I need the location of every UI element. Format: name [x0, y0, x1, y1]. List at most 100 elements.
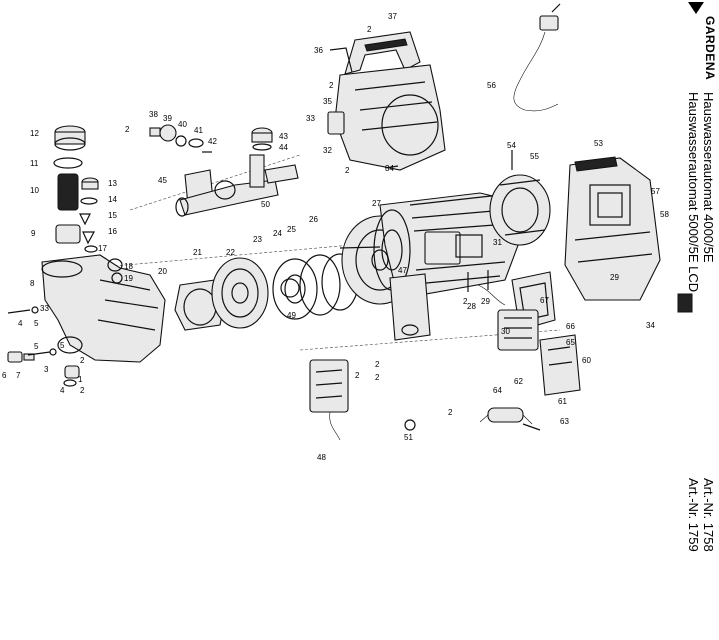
callout-label: 31: [493, 238, 502, 247]
callout-label: 5: [34, 342, 39, 351]
callout-label: 15: [108, 211, 117, 220]
callout-label: 56: [487, 81, 496, 90]
callout-label: 2: [448, 408, 453, 417]
callout-label: 25: [287, 225, 296, 234]
callout-label: 5: [34, 319, 39, 328]
callout-label: 37: [388, 12, 397, 21]
callout-label: 28: [467, 302, 476, 311]
callout-label: 2: [355, 371, 360, 380]
callout-label: 35: [323, 97, 332, 106]
callout-label: 19: [124, 274, 133, 283]
article-number-2: Art.-Nr. 1759: [686, 478, 701, 552]
cover-group: [489, 3, 693, 313]
callout-label: 57: [651, 187, 660, 196]
callout-label: 18: [124, 262, 133, 271]
callout-label: 58: [660, 210, 669, 219]
product-title-2: Hauswasserautomat 5000/5E LCD: [686, 92, 701, 293]
callout-label: 26: [309, 215, 318, 224]
callout-label: 41: [194, 126, 203, 135]
callout-label: 9: [31, 229, 36, 238]
callout-label: 5: [60, 341, 65, 350]
callout-label: 4: [60, 386, 65, 395]
callout-label: 22: [226, 248, 235, 257]
pressure-pipe-group: [149, 124, 299, 217]
product-title-1: Hauswasserautomat 4000/5E: [701, 92, 716, 263]
callout-label: 51: [404, 433, 413, 442]
callout-label: 32: [323, 146, 332, 155]
callout-label: 30: [501, 327, 510, 336]
callout-label: 7: [16, 371, 21, 380]
callout-label: 34: [385, 164, 394, 173]
pressure-vessel: [489, 174, 551, 246]
callout-label: 11: [30, 159, 39, 168]
motor-frame: [334, 64, 446, 171]
pump-housing: [41, 254, 166, 363]
callout-label: 61: [558, 397, 567, 406]
callout-label: 65: [566, 338, 575, 347]
pressure-switch: [309, 359, 349, 413]
callout-label: 21: [193, 248, 202, 257]
callout-label: 3: [44, 365, 49, 374]
callout-label: 10: [30, 186, 39, 195]
callout-label: 34: [646, 321, 655, 330]
callout-label: 39: [163, 114, 172, 123]
callout-label: 44: [279, 143, 288, 152]
callout-label: 53: [594, 139, 603, 148]
handle-frame-group: [327, 31, 446, 171]
callout-label: 2: [125, 125, 130, 134]
callout-label: 40: [178, 120, 187, 129]
callout-label: 2: [463, 297, 468, 306]
callout-label: 24: [273, 229, 282, 238]
callout-label: 66: [566, 322, 575, 331]
callout-label: 2: [375, 373, 380, 382]
callout-label: 8: [30, 279, 35, 288]
o-ring: [53, 157, 83, 169]
callout-label: 2: [367, 25, 372, 34]
callout-label: 33: [306, 114, 315, 123]
callout-label: 2: [80, 356, 85, 365]
callout-label: 2: [345, 166, 350, 175]
callout-label: 16: [108, 227, 117, 236]
callout-label: 23: [253, 235, 262, 244]
callout-label: 1: [78, 375, 83, 384]
callout-label: 54: [507, 141, 516, 150]
callout-label: 17: [98, 244, 107, 253]
housing-cover: [564, 157, 661, 301]
callout-labels: 1 2 3 4 5 6 7 8 9 10 11 12 13 14 15 16 1…: [2, 12, 669, 462]
power-cable: [513, 31, 559, 112]
callout-label: 29: [481, 297, 490, 306]
callout-label: 60: [582, 356, 591, 365]
callout-label: 63: [560, 417, 569, 426]
callout-label: 55: [530, 152, 539, 161]
callout-label: 38: [149, 110, 158, 119]
callout-label: 14: [108, 195, 117, 204]
o-ring-large: [280, 278, 300, 298]
callout-label: 6: [2, 371, 7, 380]
callout-label: 36: [314, 46, 323, 55]
capacitor: [487, 407, 524, 423]
callout-label: 4: [18, 319, 23, 328]
callout-label: 43: [279, 132, 288, 141]
brand-name: GARDENA: [703, 16, 717, 81]
callout-label: 42: [208, 137, 217, 146]
electronics-group: [280, 273, 581, 441]
callout-label: 2: [80, 386, 85, 395]
callout-label: 50: [261, 200, 270, 209]
callout-label: 62: [514, 377, 523, 386]
gardena-triangle-icon: [688, 2, 704, 14]
callout-label: 2: [375, 360, 380, 369]
article-number-1: Art.-Nr. 1758: [701, 478, 716, 552]
callout-label: 49: [287, 311, 296, 320]
terminal-cover: [389, 273, 431, 341]
pump-housing-group: [7, 125, 166, 387]
filter-cartridge: [57, 173, 79, 211]
impeller-stack: [174, 215, 419, 331]
callout-label: 48: [317, 453, 326, 462]
callout-label: 2: [329, 81, 334, 90]
callout-label: 13: [108, 179, 117, 188]
callout-label: 29: [610, 273, 619, 282]
callout-label: 12: [30, 129, 39, 138]
callout-label: 45: [158, 176, 167, 185]
callout-label: 47: [398, 266, 407, 275]
